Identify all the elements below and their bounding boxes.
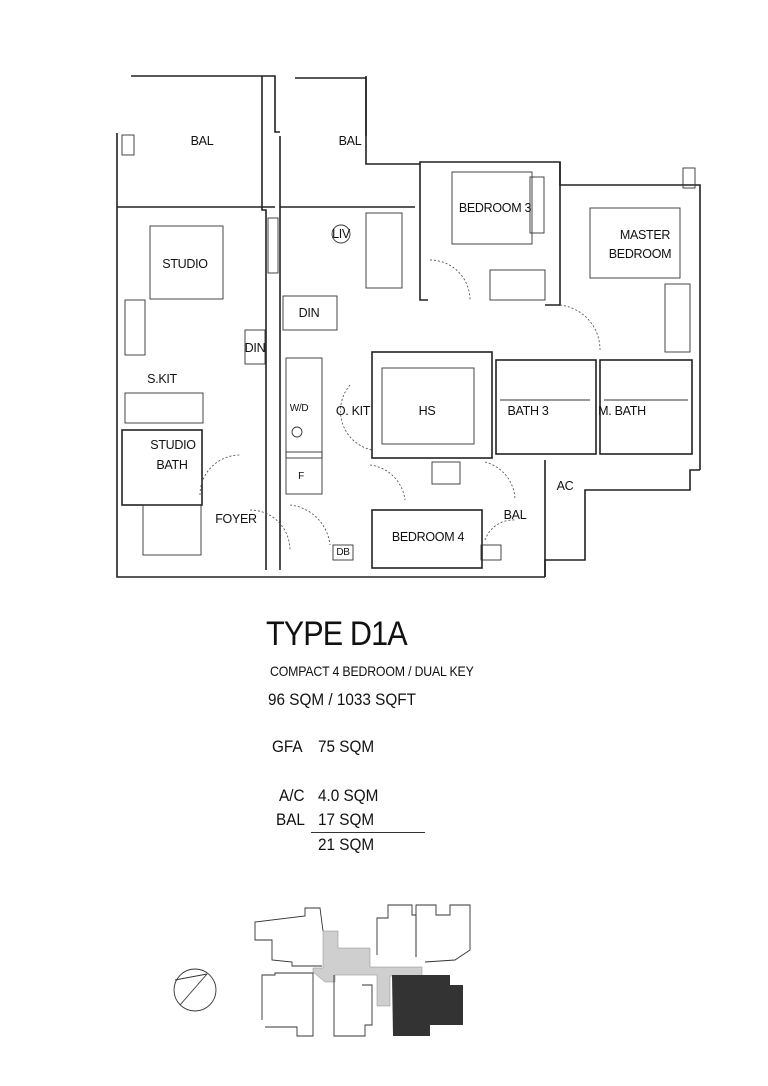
label-foyer: FOYER <box>215 512 257 526</box>
label-s-kit: S.KIT <box>147 372 177 386</box>
gfa-value: 75 SQM <box>318 737 375 756</box>
label-studio-bath-1: STUDIO <box>150 438 196 452</box>
label-bedroom3: BEDROOM 3 <box>459 201 532 215</box>
label-m-bath: M. BATH <box>598 404 646 418</box>
north-arrow-icon <box>173 968 217 1012</box>
walls <box>116 75 701 578</box>
label-bedroom4: BEDROOM 4 <box>392 530 465 544</box>
label-liv: LIV <box>332 227 351 241</box>
label-bal-mid: BAL <box>339 134 362 148</box>
label-master-2: BEDROOM <box>609 247 672 261</box>
label-fridge: F <box>298 471 304 482</box>
label-master-1: MASTER <box>620 228 671 242</box>
label-studio: STUDIO <box>162 257 208 271</box>
bal-value: 17 SQM <box>318 810 375 829</box>
unit-type-title: TYPE D1A <box>266 615 408 653</box>
label-studio-bath-2: BATH <box>156 458 187 472</box>
label-din-studio: DIN <box>245 341 266 355</box>
label-ac: AC <box>557 479 574 493</box>
floor-plan: BAL BAL BEDROOM 3 MASTER BEDROOM STUDIO … <box>116 75 701 578</box>
ac-value: 4.0 SQM <box>318 786 379 805</box>
label-bal-left: BAL <box>191 134 214 148</box>
total-area: 96 SQM / 1033 SQFT <box>268 690 416 709</box>
key-plan <box>173 904 471 1037</box>
label-bath3: BATH 3 <box>507 404 548 418</box>
room-labels: BAL BAL BEDROOM 3 MASTER BEDROOM STUDIO … <box>147 134 671 558</box>
label-o-kit: O. KIT <box>336 404 371 418</box>
label-wd: W/D <box>290 403 309 414</box>
gfa-label: GFA <box>272 737 303 756</box>
core-area <box>312 930 423 1007</box>
sum-divider <box>311 832 425 833</box>
sum-value: 21 SQM <box>318 835 375 854</box>
unit-subtitle: COMPACT 4 BEDROOM / DUAL KEY <box>270 663 474 679</box>
unit-highlight <box>392 975 463 1036</box>
bal-label: BAL <box>276 810 305 829</box>
ac-label: A/C <box>279 786 305 805</box>
label-hs: HS <box>419 404 436 418</box>
label-db: DB <box>336 547 350 558</box>
label-din-main: DIN <box>299 306 320 320</box>
label-bal-small: BAL <box>504 508 527 522</box>
